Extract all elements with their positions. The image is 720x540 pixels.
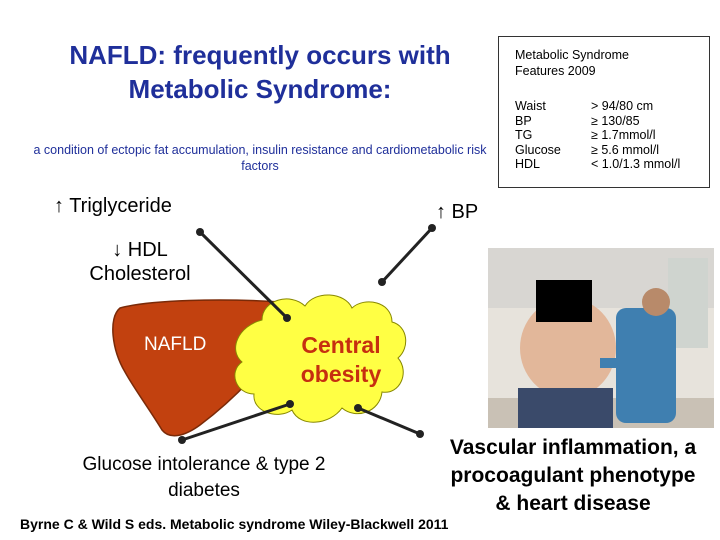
- table-row: Waist > 94/80 cm: [515, 99, 680, 114]
- connector-end-dot: [196, 228, 204, 236]
- node-vascular-line: procoagulant phenotype: [450, 464, 696, 487]
- obesity-label-line: obesity: [300, 361, 382, 387]
- clinical-photo: [488, 248, 714, 428]
- node-vascular-line: & heart disease: [495, 492, 651, 515]
- feature-name: BP: [515, 113, 532, 128]
- connector-end-dot: [283, 314, 291, 322]
- slide-subtitle: a condition of ectopic fat accumulation,…: [33, 143, 487, 173]
- connector-end-dot: [178, 436, 186, 444]
- connector-obesity-vascular: [357, 406, 421, 436]
- node-vascular-line: Vascular inflammation, a: [449, 436, 697, 459]
- table-row: TG ≥ 1.7mmol/l: [515, 128, 680, 143]
- table-row: Glucose ≥ 5.6 mmol/l: [515, 143, 680, 158]
- nafld-label: NAFLD: [144, 334, 207, 355]
- slide-title: NAFLD: frequently occurs with Metabolic …: [30, 38, 490, 106]
- table-row: BP ≥ 130/85: [515, 114, 680, 129]
- citation: Byrne C & Wild S eds. Metabolic syndrome…: [20, 516, 449, 532]
- node-bp: ↑ BP: [436, 201, 479, 223]
- feature-value: > 94/80 cm: [591, 99, 654, 113]
- node-glucose-intolerance: Glucose intolerance & type 2 diabetes: [34, 452, 374, 504]
- feature-name: HDL: [515, 157, 541, 171]
- features-title-line: Metabolic Syndrome: [515, 48, 629, 62]
- features-title: Metabolic Syndrome Features 2009: [515, 47, 629, 79]
- node-vascular-inflammation: Vascular inflammation, a procoagulant ph…: [426, 434, 720, 518]
- metabolic-syndrome-features-box: Metabolic Syndrome Features 2009 Waist > …: [498, 36, 710, 188]
- node-glucose-line: diabetes: [168, 480, 240, 501]
- connector-obesity-glucose: [181, 402, 291, 442]
- feature-value: ≥ 5.6 mmol/l: [591, 142, 659, 157]
- node-triglyceride: ↑ Triglyceride: [54, 195, 172, 217]
- slide-title-text: NAFLD: frequently occurs with Metabolic …: [69, 40, 451, 104]
- feature-value: < 1.0/1.3 mmol/l: [591, 157, 681, 171]
- connector-end-dot: [378, 278, 386, 286]
- connector-bp-obesity: [380, 226, 434, 284]
- features-table: Waist > 94/80 cm BP ≥ 130/85 TG ≥ 1.7mmol/l…: [515, 99, 680, 172]
- feature-name: Glucose: [515, 142, 561, 157]
- feature-name: Waist: [515, 99, 546, 113]
- table-row: HDL < 1.0/1.3 mmol/l: [515, 157, 680, 172]
- obesity-label-line: Central: [301, 332, 381, 358]
- connector-end-dot: [354, 404, 362, 412]
- connector-hdl-obesity: [198, 230, 289, 320]
- features-title-line: Features 2009: [515, 64, 596, 78]
- central-obesity-label: Central obesity: [288, 331, 394, 389]
- node-hdl-line: Cholesterol: [89, 263, 191, 285]
- feature-value: ≥ 130/85: [591, 113, 640, 128]
- feature-value: ≥ 1.7mmol/l: [591, 128, 656, 142]
- connector-end-dot: [416, 430, 424, 438]
- connector-end-dot: [286, 400, 294, 408]
- feature-name: TG: [515, 128, 533, 142]
- node-hdl-line: ↓ HDL: [112, 239, 168, 261]
- connector-end-dot: [428, 224, 436, 232]
- cloud-shape: [234, 294, 407, 423]
- node-glucose-line: Glucose intolerance & type 2: [82, 454, 326, 475]
- node-hdl-cholesterol: ↓ HDL Cholesterol: [60, 238, 220, 286]
